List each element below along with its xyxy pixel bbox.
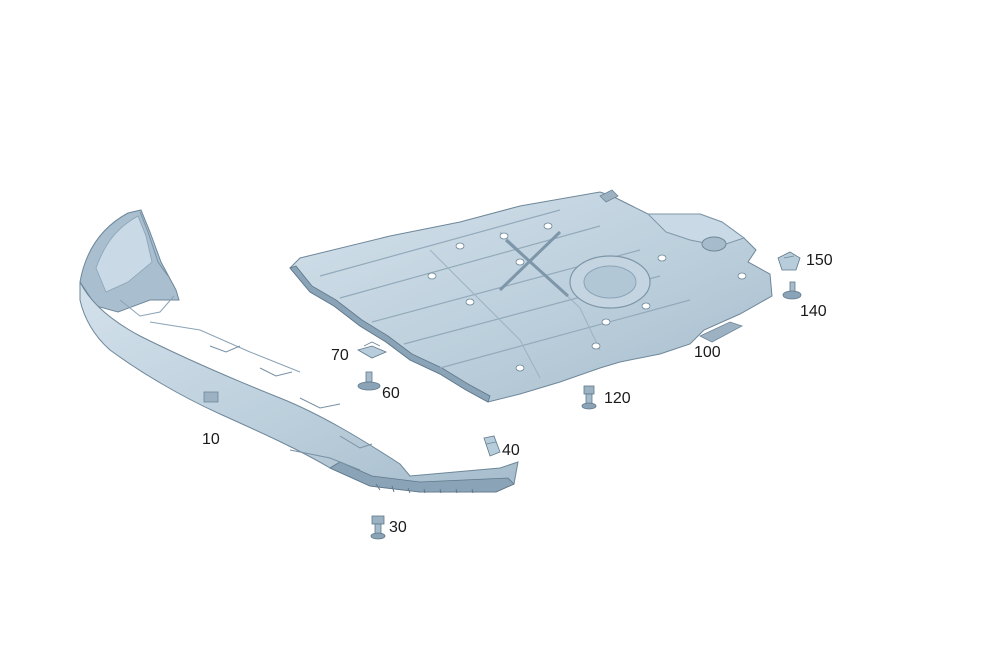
part-140-screw <box>782 281 802 300</box>
callout-30: 30 <box>389 519 407 536</box>
part-70-clip-nut <box>356 341 388 359</box>
callout-60: 60 <box>382 385 400 402</box>
part-100-engine-panel <box>289 189 773 403</box>
part-30-screw <box>370 515 386 540</box>
callout-70: 70 <box>331 347 349 364</box>
callout-40: 40 <box>502 442 520 459</box>
part-120-screw <box>581 385 597 410</box>
part-60-screw <box>357 371 381 391</box>
callout-140: 140 <box>800 303 827 320</box>
part-10-front-panel <box>79 209 519 494</box>
callout-120: 120 <box>604 390 631 407</box>
part-40-clip <box>483 435 501 457</box>
callout-10: 10 <box>202 431 220 448</box>
callout-100: 100 <box>694 344 721 361</box>
callout-150: 150 <box>806 252 833 269</box>
part-150-clip-nut <box>777 251 801 271</box>
